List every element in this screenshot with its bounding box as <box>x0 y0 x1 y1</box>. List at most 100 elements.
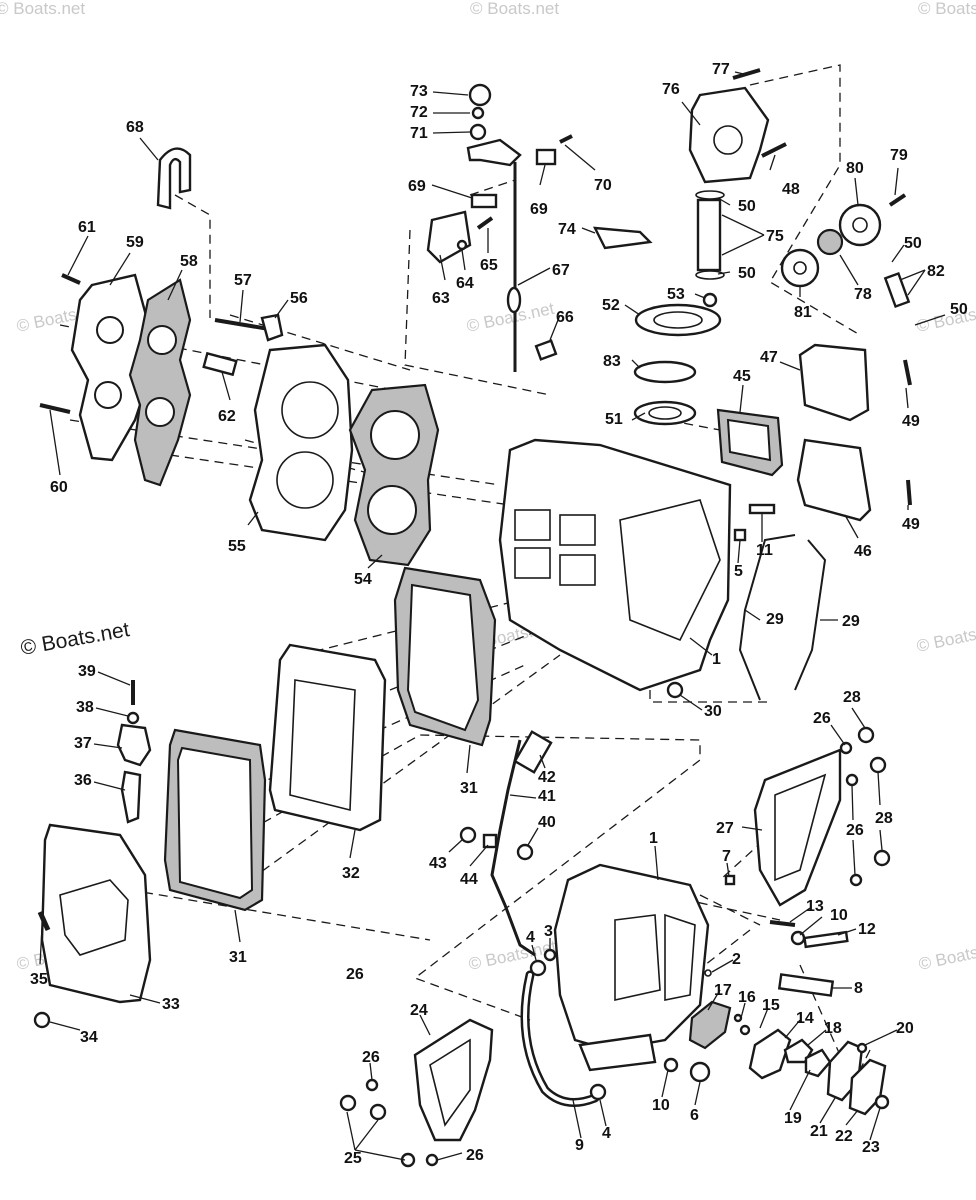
bushing <box>482 833 498 849</box>
callout-label: 26 <box>466 1147 484 1164</box>
dowel-pin <box>748 503 776 515</box>
callout-label: 59 <box>126 234 144 251</box>
callout-label: 50 <box>738 198 756 215</box>
screw <box>888 193 907 207</box>
head-gasket-bore <box>370 410 420 460</box>
callout-label: 50 <box>738 265 756 282</box>
callout-label: 49 <box>902 516 920 533</box>
callout-label: 54 <box>354 571 372 588</box>
screw-head <box>857 726 875 744</box>
callout-label: 10 <box>830 907 848 924</box>
screw-head <box>873 849 891 867</box>
callout-label: 14 <box>796 1010 814 1027</box>
callout-label: 5 <box>734 563 743 580</box>
screw-head <box>459 826 477 844</box>
callout-label: 57 <box>234 272 252 289</box>
rod-end <box>506 286 522 314</box>
bypass-cover <box>798 343 870 422</box>
washer <box>365 1078 379 1092</box>
grommet <box>534 339 558 361</box>
callout-label: 6 <box>690 1107 699 1124</box>
callout-label: 79 <box>890 147 908 164</box>
callout-label: 18 <box>824 1020 842 1037</box>
crankcase-bore <box>664 913 696 1001</box>
callout-label: 69 <box>408 178 426 195</box>
dowel-pin <box>733 528 747 542</box>
callout-label: 2 <box>732 951 741 968</box>
callout-label: 7 <box>722 848 731 865</box>
callout-label: 29 <box>842 613 860 630</box>
callout-label: 72 <box>410 104 428 121</box>
crankcase-half <box>553 863 710 1052</box>
watermark: © Boats.net <box>917 937 976 974</box>
gasket-window <box>726 418 772 462</box>
nut <box>666 681 684 699</box>
callout-label: 65 <box>480 257 498 274</box>
callout-label: 26 <box>813 710 831 727</box>
thermostat <box>696 198 722 272</box>
callout-label: 28 <box>875 810 893 827</box>
pump-hub <box>793 261 807 275</box>
callout-label: 78 <box>854 286 872 303</box>
cover-hole <box>96 316 124 344</box>
callout-label: 3 <box>544 923 553 940</box>
spring <box>513 730 553 774</box>
spring <box>883 271 911 309</box>
callout-label: 34 <box>80 1029 98 1046</box>
bypass-plate <box>796 438 872 522</box>
callout-label: 19 <box>784 1110 802 1127</box>
pump-cover <box>780 248 820 288</box>
clip <box>260 313 284 342</box>
screw <box>559 134 573 144</box>
callout-label: 64 <box>456 275 474 292</box>
callout-label: 53 <box>667 286 685 303</box>
pump-housing <box>838 203 882 247</box>
bracket <box>426 210 472 264</box>
callout-label: 68 <box>126 119 144 136</box>
nut <box>856 1042 868 1054</box>
washer <box>663 1057 679 1073</box>
callout-label: 24 <box>410 1002 428 1019</box>
valve-gasket <box>688 1000 732 1050</box>
manifold-gasket-window <box>176 746 254 900</box>
callout-label: 67 <box>552 262 570 279</box>
callout-label: 41 <box>538 788 556 805</box>
housing-port <box>713 125 743 155</box>
callout-label: 52 <box>602 297 620 314</box>
leader-lines <box>39 71 946 1161</box>
inner-exhaust-cover <box>40 823 152 1004</box>
mount-bracket <box>753 748 842 907</box>
callout-label: 42 <box>538 769 556 786</box>
screw-head <box>369 1103 387 1121</box>
callout-label: 39 <box>78 663 96 680</box>
callout-label: 83 <box>603 353 621 370</box>
block-rib <box>619 499 721 642</box>
watermark-primary: © Boats.net <box>19 618 132 660</box>
pin <box>724 874 736 886</box>
callout-label: 8 <box>854 980 863 997</box>
callout-label: 81 <box>794 304 812 321</box>
manifold-gasket-window <box>406 583 480 732</box>
washer <box>739 1024 751 1036</box>
cover-hole <box>94 381 122 409</box>
callout-label: 69 <box>530 201 548 218</box>
callout-label: 21 <box>810 1123 828 1140</box>
nut <box>516 843 534 861</box>
callout-label: 36 <box>74 772 92 789</box>
callout-label: 61 <box>78 219 96 236</box>
gasket-hole <box>145 397 175 427</box>
clip <box>535 148 557 166</box>
bolt <box>777 973 835 997</box>
link-rod <box>490 739 536 957</box>
temperature-switch <box>202 351 238 377</box>
callout-label: 82 <box>927 263 945 280</box>
callout-label: 23 <box>862 1139 880 1156</box>
bracket-web <box>429 1038 471 1127</box>
screw <box>476 216 494 230</box>
block-port <box>514 509 551 541</box>
callout-label: 71 <box>410 125 428 142</box>
callout-label: 44 <box>460 871 478 888</box>
plate-detail <box>59 879 129 956</box>
callout-label: 20 <box>896 1020 914 1037</box>
callout-label: 1 <box>649 830 658 847</box>
